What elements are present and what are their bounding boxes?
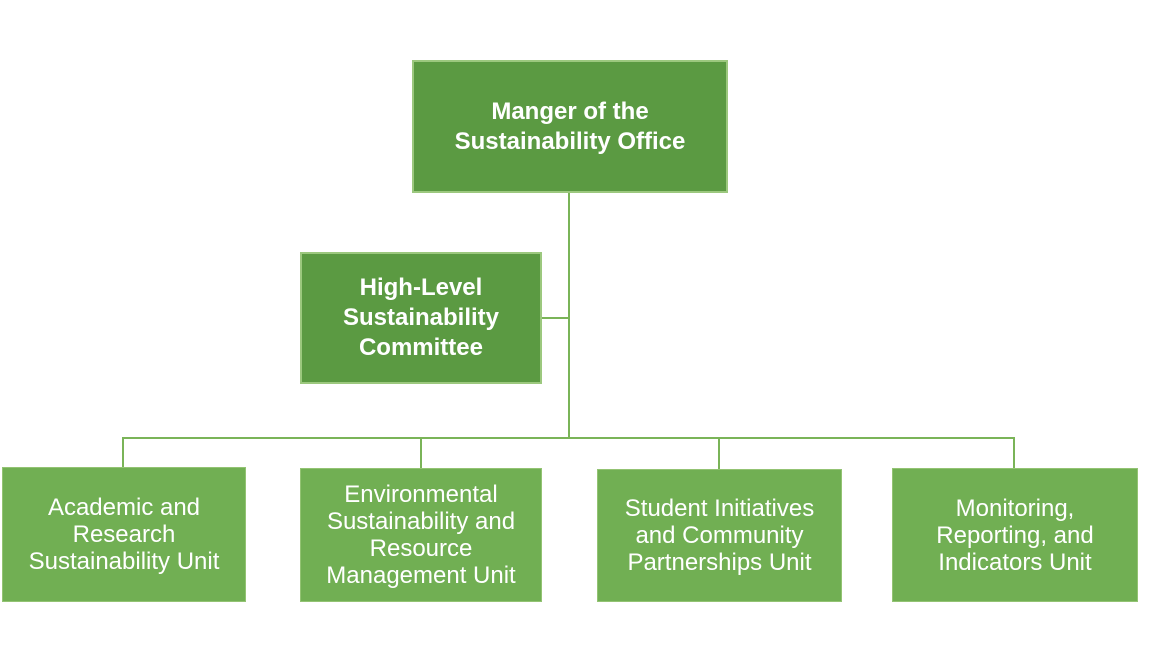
unit-box-environmental-resource: Environmental Sustainability and Resourc… <box>300 468 542 602</box>
connector-drop-unit-monitoring <box>1013 437 1015 469</box>
unit-box-monitoring-reporting: Monitoring, Reporting, and Indicators Un… <box>892 468 1138 602</box>
committee-box: High-Level Sustainability Committee <box>300 252 542 384</box>
connector-drop-unit-student <box>718 437 720 470</box>
manager-box: Manger of the Sustainability Office <box>412 60 728 193</box>
connector-drop-unit-environmental <box>420 437 422 469</box>
unit-box-academic-research: Academic and Research Sustainability Uni… <box>2 467 246 602</box>
connector-stem-vertical <box>568 193 570 439</box>
unit-box-student-community: Student Initiatives and Community Partne… <box>597 469 842 602</box>
connector-drop-unit-academic <box>122 437 124 468</box>
connector-committee-arm <box>542 317 569 319</box>
connector-horizontal-rail <box>122 437 1015 439</box>
